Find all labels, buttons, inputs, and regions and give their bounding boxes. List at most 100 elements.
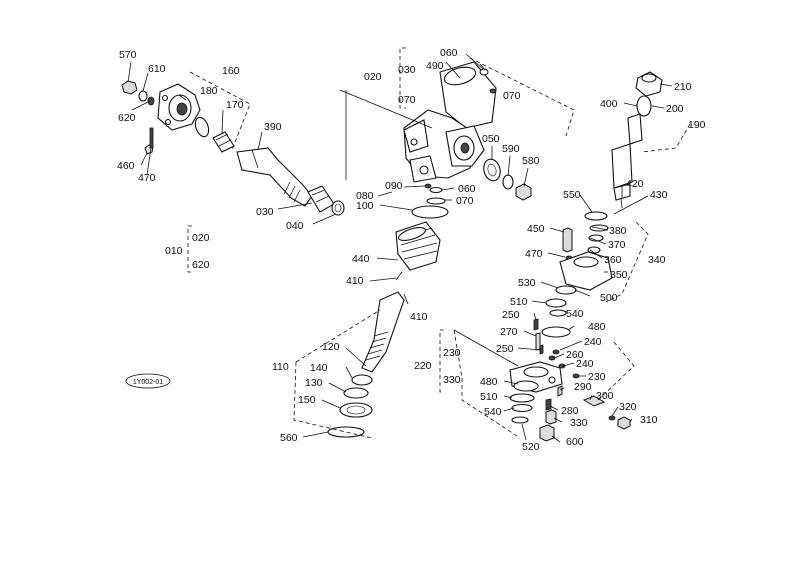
part-240-ball-lower[interactable]: [558, 363, 566, 369]
part-390-shaft[interactable]: [236, 147, 313, 207]
label-230a: 230: [443, 347, 461, 359]
label-560: 560: [280, 432, 298, 444]
part-280-spool[interactable]: [545, 398, 552, 411]
label-080: 080: [356, 190, 374, 202]
part-540-ring-upper[interactable]: [549, 309, 567, 317]
label-250b: 250: [496, 343, 514, 355]
part-550-ring[interactable]: [584, 211, 608, 221]
part-570-nut[interactable]: [121, 80, 138, 95]
part-190-spool[interactable]: [611, 143, 633, 189]
part-030-bearing-left[interactable]: [307, 185, 335, 213]
bracket-220: [439, 329, 444, 393]
label-510a: 510: [510, 296, 528, 308]
part-310-nut[interactable]: [617, 416, 631, 430]
part-400-rod[interactable]: [627, 113, 643, 145]
label-380: 380: [609, 225, 627, 237]
part-070-plug-top[interactable]: [489, 88, 497, 94]
label-540a: 540: [566, 308, 584, 320]
label-270: 270: [500, 326, 518, 338]
part-070-plug-lower[interactable]: [426, 197, 446, 205]
label-110: 110: [272, 361, 289, 373]
label-530: 530: [518, 277, 536, 289]
bracket-160: [189, 71, 251, 151]
part-320-washer[interactable]: [608, 415, 616, 421]
label-450: 450: [527, 223, 545, 235]
label-550: 550: [563, 189, 581, 201]
label-090: 090: [385, 180, 403, 192]
label-240a: 240: [584, 336, 602, 348]
part-410-pin-b[interactable]: [403, 293, 409, 305]
part-510-ring-lower[interactable]: [509, 393, 535, 403]
part-130-washer[interactable]: [343, 387, 369, 399]
part-150-ring[interactable]: [339, 402, 373, 418]
label-470b: 470: [525, 248, 543, 260]
label-070b: 070: [503, 90, 521, 102]
part-610-washer[interactable]: [138, 90, 148, 102]
part-120-output-shaft[interactable]: [361, 291, 405, 373]
label-140: 140: [310, 362, 328, 374]
part-620-washer[interactable]: [147, 96, 155, 106]
bracket-110: [293, 361, 373, 439]
part-600-fitting[interactable]: [539, 424, 555, 442]
bracket-330: [597, 341, 635, 401]
label-100: 100: [356, 200, 374, 212]
part-180-oring[interactable]: [193, 116, 211, 139]
part-060-oring-top[interactable]: [479, 68, 489, 76]
label-520: 520: [522, 441, 540, 453]
label-280: 280: [561, 405, 579, 417]
part-480-ring-lower[interactable]: [513, 380, 539, 392]
label-460: 460: [117, 160, 135, 172]
part-480-ring-upper[interactable]: [541, 326, 571, 338]
part-200-collar[interactable]: [636, 95, 652, 117]
label-310: 310: [640, 414, 658, 426]
label-200: 200: [666, 103, 684, 115]
label-070a: 070: [398, 94, 416, 106]
part-540-ring-lower[interactable]: [511, 403, 533, 413]
label-480a: 480: [588, 321, 606, 333]
part-250-pin-upper[interactable]: [533, 318, 539, 331]
label-120: 120: [322, 341, 340, 353]
part-170-bearing[interactable]: [212, 131, 235, 153]
part-050-bearing[interactable]: [481, 157, 502, 182]
part-240-ball-upper[interactable]: [552, 349, 560, 355]
part-100-ring[interactable]: [411, 205, 449, 219]
part-330-bolt[interactable]: [545, 409, 557, 425]
part-450-bolt[interactable]: [562, 227, 573, 253]
label-150: 150: [298, 394, 316, 406]
part-270-spring[interactable]: [535, 332, 541, 351]
label-410a: 410: [346, 275, 364, 287]
label-060a: 060: [440, 47, 458, 59]
label-020: 020: [364, 71, 382, 83]
bracket-110-top: [295, 309, 381, 363]
part-040-seal[interactable]: [331, 200, 345, 216]
part-560-oring[interactable]: [327, 426, 365, 438]
part-370-spring[interactable]: [588, 234, 604, 242]
callout-labels: 570 610 160 180 620 170 390 460 470 030 …: [117, 47, 706, 453]
label-020b: 020: [192, 232, 210, 244]
part-520-ring[interactable]: [511, 416, 529, 424]
label-050: 050: [482, 133, 500, 145]
figure-code-text: 1Y002-01: [133, 379, 163, 386]
part-510-ring-upper[interactable]: [545, 298, 567, 308]
label-070c: 070: [456, 195, 474, 207]
gearbox-housing-group: [327, 61, 532, 438]
label-600: 600: [566, 436, 584, 448]
label-210: 210: [674, 81, 692, 93]
label-570: 570: [119, 49, 137, 61]
bracket-230: [461, 378, 521, 439]
part-590-washer[interactable]: [502, 174, 514, 190]
part-530-washer[interactable]: [555, 285, 577, 295]
bracket-060-070: [469, 57, 575, 137]
label-030b: 030: [398, 64, 416, 76]
part-580-nut[interactable]: [515, 183, 532, 201]
label-370: 370: [608, 239, 626, 251]
part-470-pin[interactable]: [149, 127, 154, 149]
part-410-pin-a[interactable]: [395, 271, 403, 281]
part-350-valve-body[interactable]: [559, 251, 613, 291]
bracket-230-top: [453, 329, 463, 379]
part-290-spring[interactable]: [557, 385, 563, 397]
part-060-oring-lower[interactable]: [429, 186, 443, 194]
part-140-seal[interactable]: [351, 374, 373, 386]
part-250-pin-lower[interactable]: [539, 344, 544, 355]
